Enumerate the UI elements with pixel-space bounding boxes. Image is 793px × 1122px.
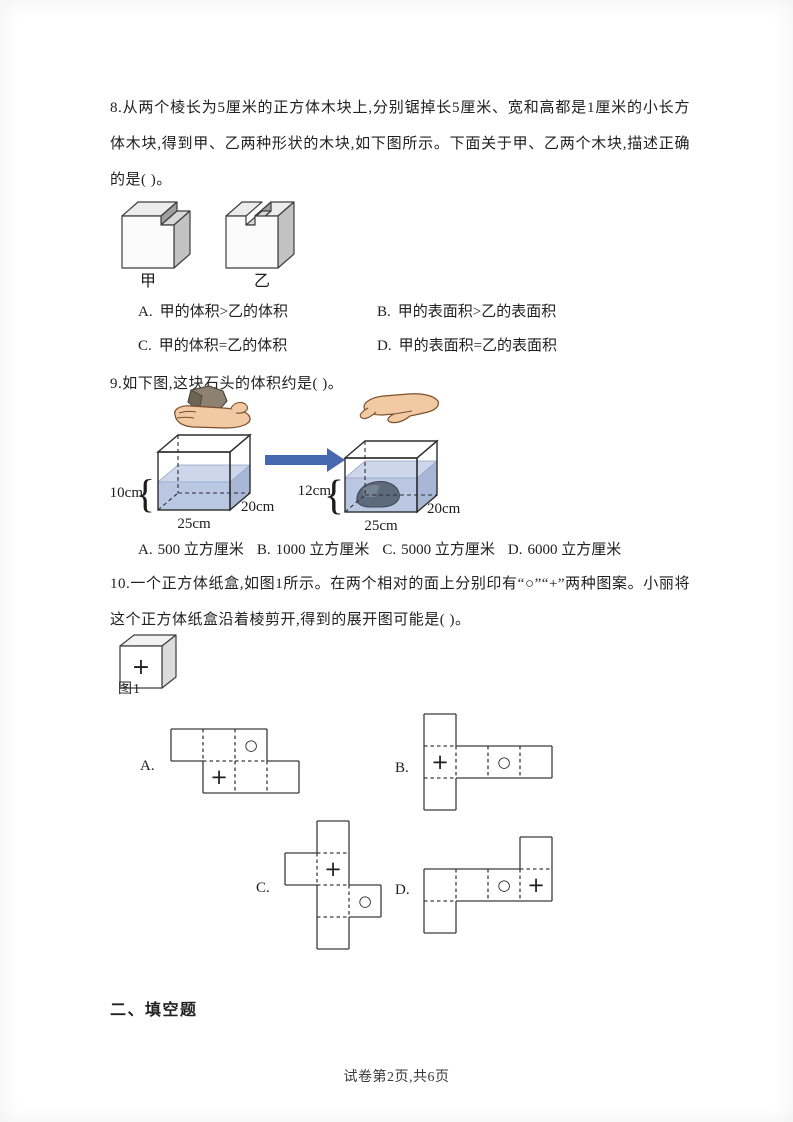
q9-option-d: D.6000 立方厘米: [507, 542, 622, 558]
cube-jia-label: 甲: [140, 273, 156, 290]
q8-cubes-figure: 甲 乙: [121, 201, 295, 290]
option-key: C.: [138, 338, 152, 354]
q10-figure-label: 图1: [118, 682, 141, 697]
svg-text:○: ○: [244, 736, 257, 754]
hand-holding-stone-icon: [174, 385, 251, 429]
left-tank-width-label: 25cm: [177, 516, 211, 532]
net-b-label: B.: [395, 760, 409, 776]
net-a-figure: ○+: [170, 728, 300, 799]
q8-option-b: B. 甲的表面积>乙的表面积: [377, 300, 556, 321]
page-footer: 试卷第2页,共6页: [343, 1070, 450, 1085]
svg-text:+: +: [210, 765, 228, 789]
q10-cube-figure: +: [119, 634, 177, 689]
net-d-label: D.: [395, 882, 410, 898]
empty-hand-icon: [359, 393, 439, 424]
svg-text:○: ○: [358, 892, 371, 910]
q8-text: 8.从两个棱长为5厘米的正方体木块上,分别锯掉长5厘米、宽和高都是1厘米的小长方…: [110, 100, 690, 188]
cube-yi-icon: [225, 201, 295, 269]
arrow-right-icon: [265, 448, 345, 472]
cube-front-symbol: +: [132, 655, 150, 680]
q9-tanks-figure: { { 10cm 25cm: [110, 385, 461, 534]
q8-option-d: D. 甲的表面积=乙的表面积: [377, 334, 557, 355]
brace-icon: {: [324, 473, 344, 519]
q9-option-c: C.5000 立方厘米: [382, 542, 495, 558]
cube-jia-icon: [121, 201, 191, 269]
tank-left: {: [136, 433, 252, 516]
left-tank-height-label: 10cm: [110, 485, 144, 501]
option-text: 甲的体积=乙的体积: [158, 338, 288, 354]
svg-text:○: ○: [497, 753, 510, 771]
option-key: A.: [138, 304, 153, 320]
net-c-label: C.: [256, 880, 270, 896]
right-tank-width-label: 25cm: [364, 518, 398, 534]
right-tank-depth-label: 20cm: [427, 501, 461, 517]
q9-option-b: B.1000 立方厘米: [256, 542, 370, 558]
svg-text:+: +: [324, 857, 342, 881]
brace-icon: {: [136, 471, 155, 516]
option-key: D.: [377, 338, 392, 354]
option-text: 甲的表面积>乙的表面积: [397, 304, 557, 320]
q9-text: 9.如下图,这块石头的体积约是( )。: [110, 376, 344, 392]
q10-text: 10.一个正方体纸盒,如图1所示。在两个相对的面上分别印有“○”“+”两种图案。…: [110, 576, 690, 628]
net-b-figure: +○: [423, 713, 553, 816]
q9-option-a: A.500 立方厘米: [138, 542, 244, 558]
q9-options: A.500 立方厘米 B.1000 立方厘米 C.5000 立方厘米 D.600…: [138, 538, 621, 559]
svg-text:+: +: [431, 750, 449, 774]
q8-option-c: C. 甲的体积=乙的体积: [138, 334, 287, 355]
option-key: B.: [377, 304, 391, 320]
net-d-figure: ○+: [423, 836, 553, 939]
option-text: 甲的体积>乙的体积: [159, 304, 289, 320]
q8-option-a: A. 甲的体积>乙的体积: [138, 300, 288, 321]
net-a-label: A.: [140, 758, 155, 774]
option-text: 甲的表面积=乙的表面积: [398, 338, 558, 354]
net-c-figure: +○: [284, 820, 382, 955]
stone-icon: [356, 481, 400, 508]
cube-yi-label: 乙: [254, 273, 270, 290]
svg-text:○: ○: [497, 876, 510, 894]
svg-text:+: +: [527, 873, 545, 897]
section-header: 二、填空题: [110, 1002, 198, 1019]
left-tank-depth-label: 20cm: [241, 499, 275, 515]
right-tank-height-label: 12cm: [298, 483, 332, 499]
tank-right: {: [324, 439, 439, 519]
